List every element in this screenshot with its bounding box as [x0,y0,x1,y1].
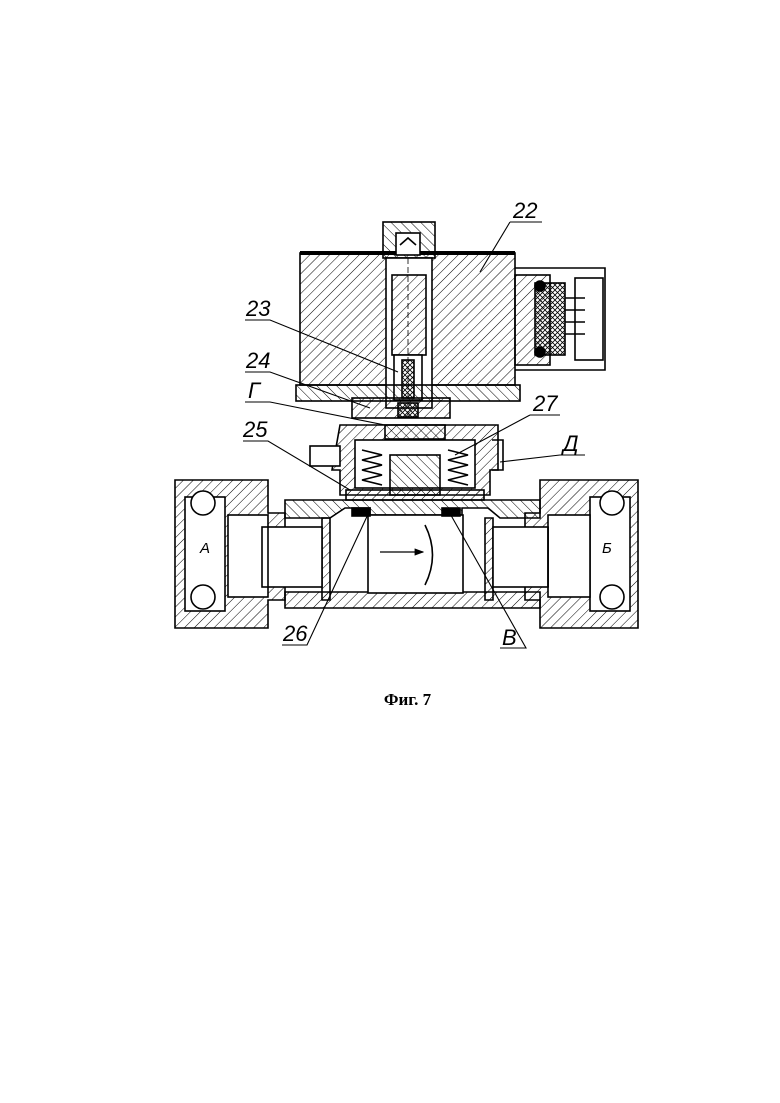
label-27: 27 [532,391,558,416]
label-22: 22 [512,198,537,223]
port-label-inlet: А [199,540,210,557]
pilot-plunger [390,455,440,495]
stem-collar [352,398,450,418]
figure-caption: Фиг. 7 [0,690,780,710]
label-d: Д [560,431,579,456]
diaphragm [346,490,484,500]
label-26: 26 [282,621,308,646]
label-24: 24 [245,348,270,373]
label-g: Г [248,378,262,403]
port-label-outlet: Б [602,540,612,557]
label-23: 23 [245,296,271,321]
electrical-connector [515,268,605,370]
label-25: 25 [242,417,268,442]
label-v: В [502,625,517,650]
